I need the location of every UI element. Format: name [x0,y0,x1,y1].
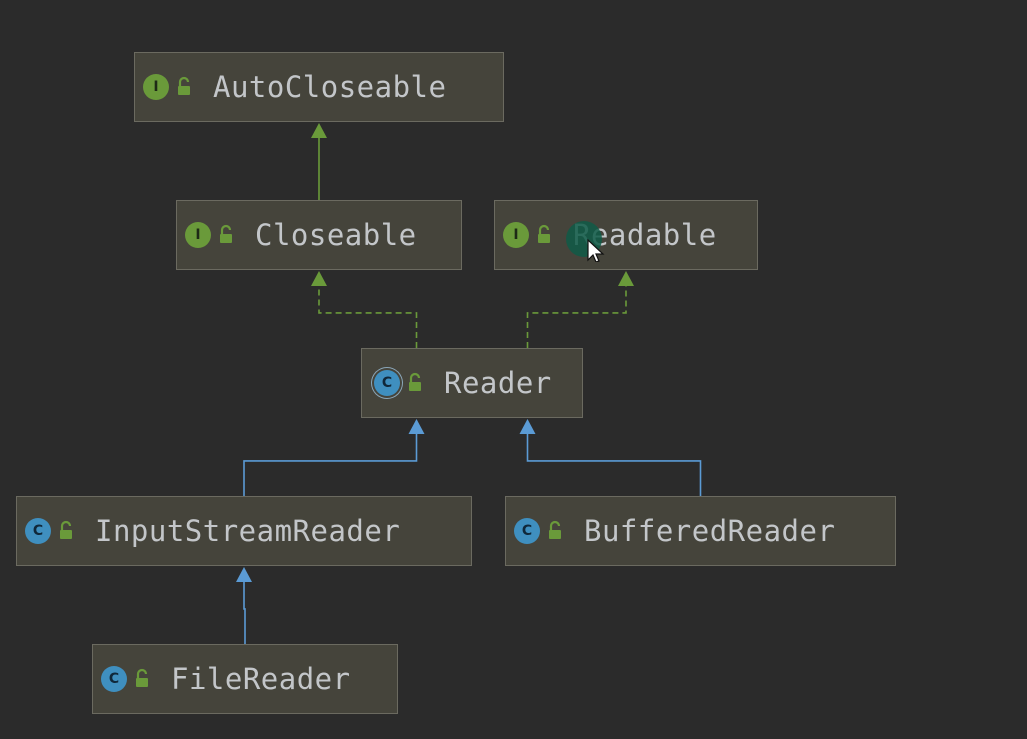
abstract-class-icon: C [374,370,400,396]
node-bufferedreader[interactable]: C BufferedReader [505,496,896,566]
edge-reader-closeable [318,284,418,348]
node-autocloseable[interactable]: I AutoCloseable [134,52,504,122]
open-lock-icon [60,520,72,539]
node-label: Closeable [255,218,417,252]
edge-inputstreamreader-reader [243,432,418,496]
open-lock-icon [409,372,421,391]
open-lock-icon [178,76,190,95]
node-filereader[interactable]: C FileReader [92,644,398,714]
node-label: BufferedReader [584,514,836,548]
node-label: InputStreamReader [95,514,401,548]
node-label: AutoCloseable [213,70,447,104]
node-reader[interactable]: C Reader [361,348,583,418]
arrowhead-filereader-inputstreamreader [236,567,252,582]
edge-reader-readable [526,284,627,348]
open-lock-icon [136,668,148,687]
node-readable[interactable]: I Readable [494,200,758,270]
arrowhead-reader-readable [618,271,634,286]
edge-filereader-inputstreamreader [243,580,246,644]
class-icon: C [514,518,540,544]
arrowhead-inputstreamreader-reader [408,419,425,434]
arrowhead-bufferedreader-reader [519,419,536,434]
interface-icon: I [503,222,529,248]
arrowhead-reader-closeable [311,271,327,286]
arrowhead-closeable-autocloseable [311,123,327,138]
node-label: Readable [573,218,717,252]
edge-bufferedreader-reader [526,432,702,496]
interface-icon: I [185,222,211,248]
node-label: FileReader [171,662,351,696]
open-lock-icon [220,224,232,243]
open-lock-icon [549,520,561,539]
interface-icon: I [143,74,169,100]
open-lock-icon [538,224,550,243]
class-icon: C [101,666,127,692]
node-inputstreamreader[interactable]: C InputStreamReader [16,496,472,566]
node-closeable[interactable]: I Closeable [176,200,462,270]
node-label: Reader [444,366,552,400]
class-icon: C [25,518,51,544]
